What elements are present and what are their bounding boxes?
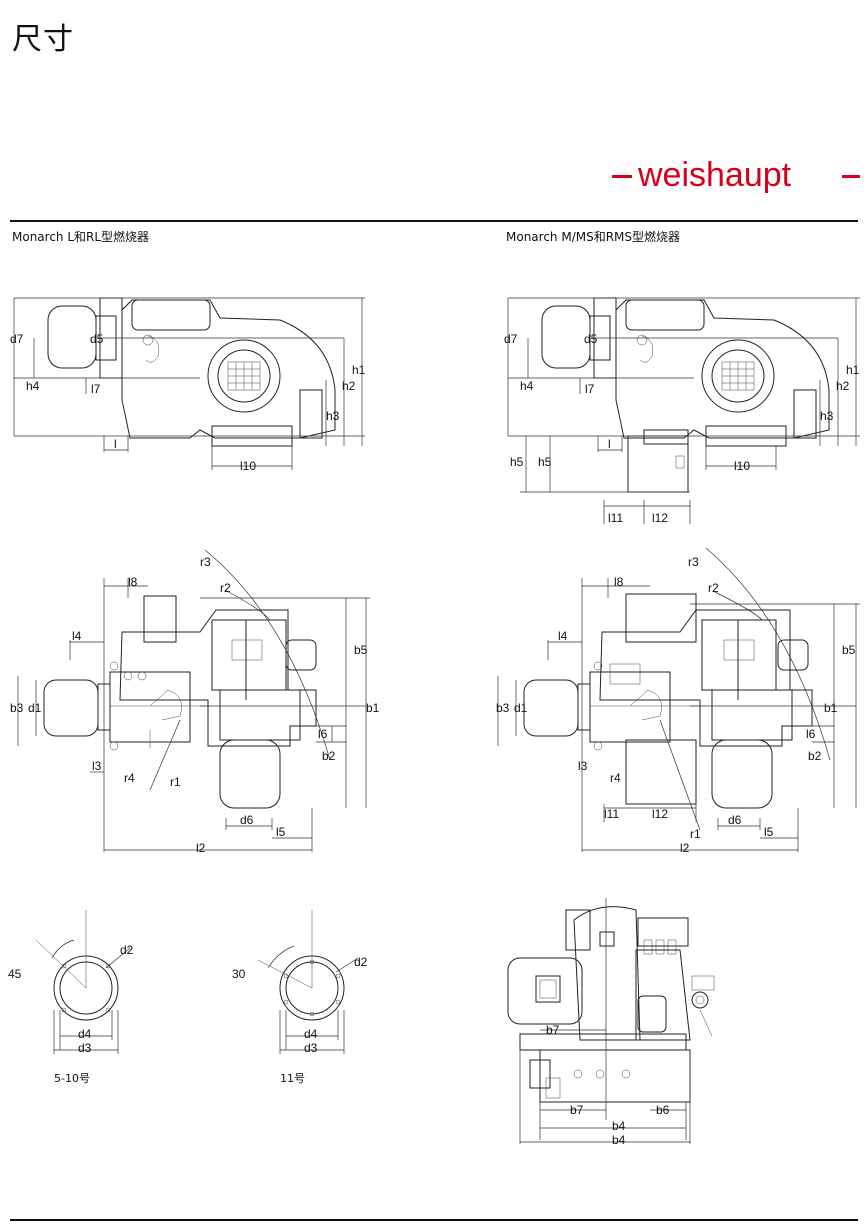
- label-b6: b6: [656, 1103, 670, 1117]
- label-r2-r: r2: [708, 581, 719, 595]
- label-d5-r: d5: [584, 332, 598, 346]
- label-l1: l: [114, 437, 117, 451]
- label-l1-r: l: [608, 437, 611, 451]
- label-r4-r: r4: [610, 771, 621, 785]
- label-d7-r: d7: [504, 332, 518, 346]
- flange-angle-right: 30: [232, 967, 246, 981]
- label-l11: l11: [608, 511, 623, 525]
- caption-left: Monarch L和RL型燃烧器: [12, 230, 150, 244]
- front-view: [507, 898, 715, 1144]
- label-d5: d5: [90, 332, 104, 346]
- label-d4: d4: [78, 1027, 92, 1041]
- flange-caption-right: 11号: [280, 1072, 305, 1085]
- label-l8-r: l8: [614, 575, 624, 589]
- label-b5: b5: [354, 643, 368, 657]
- page-title: 尺寸: [12, 22, 74, 57]
- label-l8: l8: [128, 575, 138, 589]
- label-b4-b: b4: [612, 1133, 626, 1147]
- label-b5-r: b5: [842, 643, 856, 657]
- label-l2: l2: [196, 841, 206, 855]
- label-b2-r: b2: [808, 749, 822, 763]
- flange-caption-left: 5-10号: [54, 1072, 90, 1085]
- label-l3: l3: [92, 759, 102, 773]
- label-r1: r1: [170, 775, 181, 789]
- label-d6: d6: [240, 813, 254, 827]
- header-rule: [10, 220, 858, 222]
- label-h1: h1: [352, 363, 366, 377]
- label-l5: l5: [276, 825, 286, 839]
- label-b1: b1: [366, 701, 380, 715]
- label-l3-r: l3: [578, 759, 588, 773]
- label-r4: r4: [124, 771, 135, 785]
- label-h4: h4: [26, 379, 40, 393]
- caption-right: Monarch M/MS和RMS型燃烧器: [506, 230, 681, 244]
- label-d1-r: d1: [514, 701, 528, 715]
- label-b1-r: b1: [824, 701, 838, 715]
- label-d1: d1: [28, 701, 42, 715]
- label-b3-r: b3: [496, 701, 510, 715]
- label-l2-r: l2: [680, 841, 690, 855]
- label-l10-r: l10: [734, 459, 750, 473]
- label-r1-r: r1: [690, 827, 701, 841]
- side-view-right: [507, 297, 860, 524]
- label-b2: b2: [322, 749, 336, 763]
- label-b3: b3: [10, 701, 24, 715]
- label-h2-r: h2: [836, 379, 850, 393]
- flange-right: [257, 910, 359, 1054]
- flange-angle-left: 45: [8, 967, 22, 981]
- label-h5-b: h5: [538, 455, 552, 469]
- label-h1-r: h1: [846, 363, 860, 377]
- label-l6-r: l6: [806, 727, 816, 741]
- flange-left: [35, 910, 131, 1054]
- label-b7: b7: [546, 1023, 560, 1037]
- label-l6: l6: [318, 727, 328, 741]
- label-l4: l4: [72, 629, 82, 643]
- label-d2: d2: [120, 943, 134, 957]
- label-l4-r: l4: [558, 629, 568, 643]
- label-l11-r: l11: [604, 807, 619, 821]
- svg-text:weishaupt: weishaupt: [637, 156, 792, 194]
- label-r3: r3: [200, 555, 211, 569]
- label-r3-r: r3: [688, 555, 699, 569]
- label-h3-r: h3: [820, 409, 834, 423]
- top-view-right: [497, 547, 860, 852]
- label-l7-r: l7: [585, 382, 595, 396]
- label-l5-r: l5: [764, 825, 774, 839]
- weishaupt-logo: weishaupt: [612, 156, 860, 194]
- label-d4-r: d4: [304, 1027, 318, 1041]
- label-l12-r: l12: [652, 807, 668, 821]
- label-d7: d7: [10, 332, 24, 346]
- label-h4-r: h4: [520, 379, 534, 393]
- side-view-left: [13, 297, 365, 470]
- label-d3: d3: [78, 1041, 92, 1055]
- label-d2-r: d2: [354, 955, 368, 969]
- label-l7: l7: [91, 382, 101, 396]
- footer-rule: [10, 1219, 858, 1221]
- label-b7-lower: b7: [570, 1103, 584, 1117]
- label-h3: h3: [326, 409, 340, 423]
- label-d6-r: d6: [728, 813, 742, 827]
- top-view-left: [17, 549, 370, 852]
- label-r2: r2: [220, 581, 231, 595]
- label-h5-a: h5: [510, 455, 524, 469]
- label-d3-r: d3: [304, 1041, 318, 1055]
- label-l10: l10: [240, 459, 256, 473]
- label-l12: l12: [652, 511, 668, 525]
- label-h2: h2: [342, 379, 356, 393]
- label-b4-a: b4: [612, 1119, 626, 1133]
